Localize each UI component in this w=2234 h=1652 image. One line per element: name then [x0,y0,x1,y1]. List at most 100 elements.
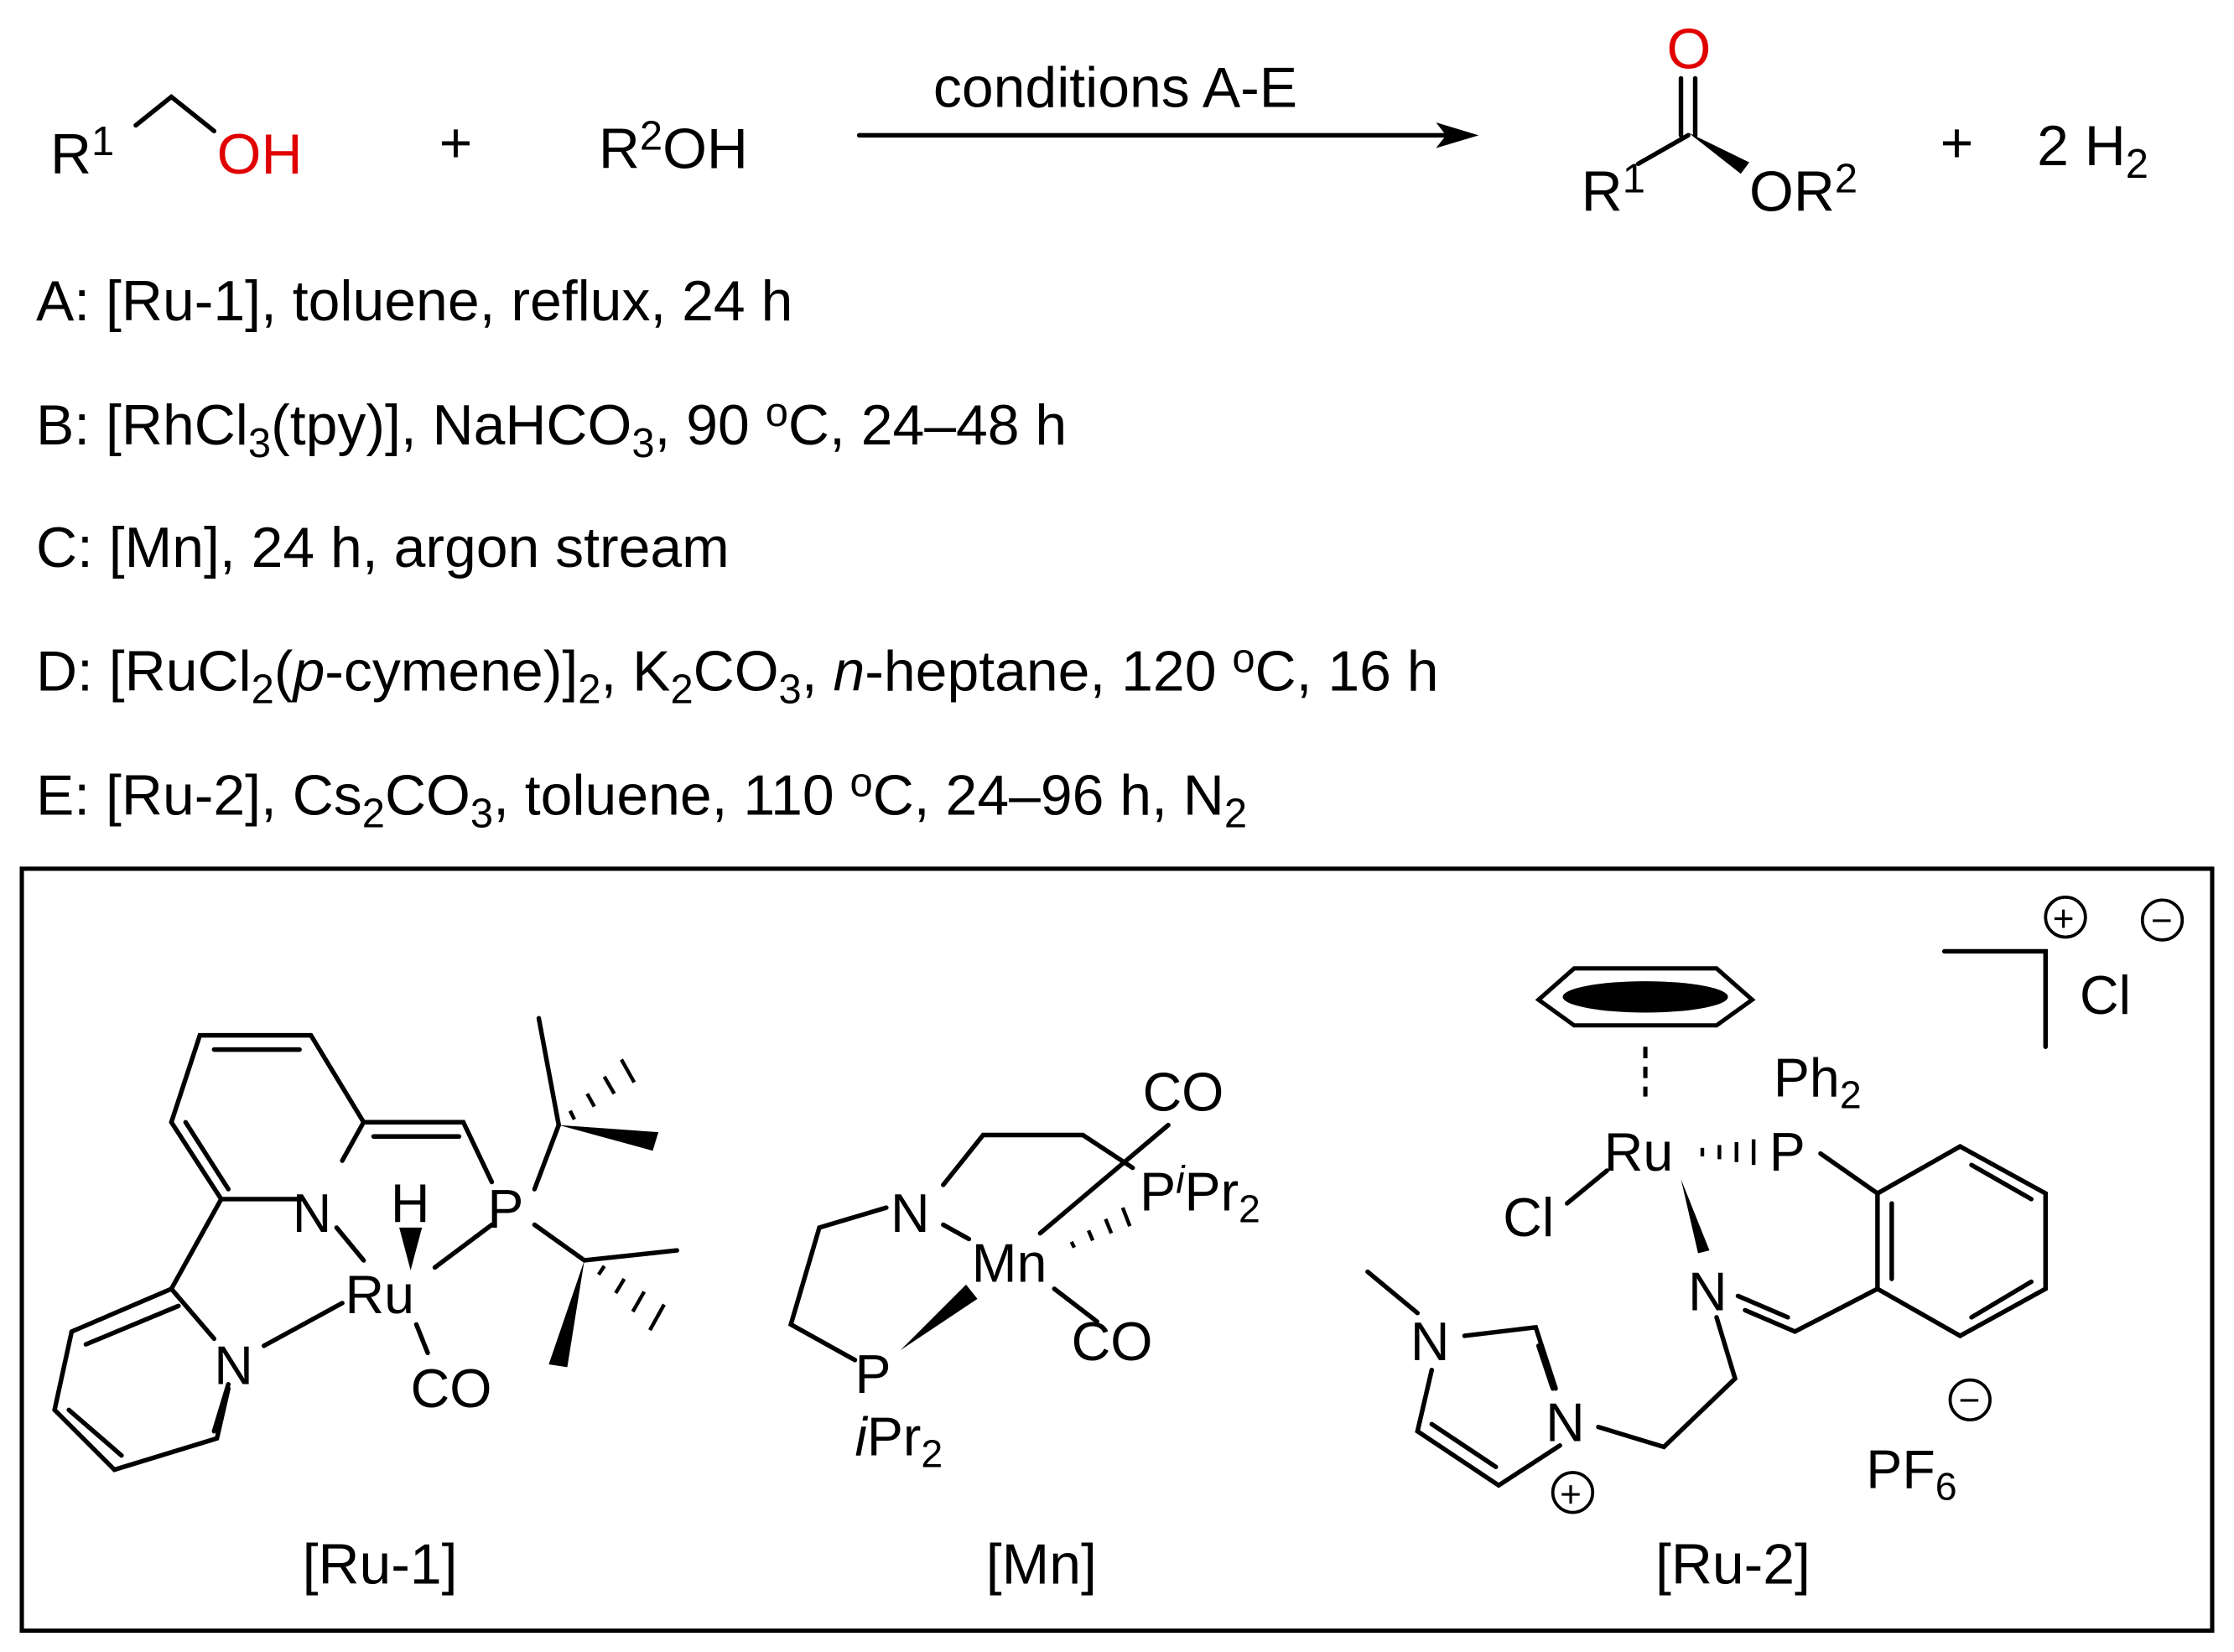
ru1-double-bond [211,1382,231,1434]
ru2-p: P [1769,1122,1805,1182]
text-segment: n [833,641,865,704]
ru2-double-bond [1535,1343,1556,1391]
ru1-ru: Ru [345,1265,414,1325]
text-segment: Cl [2080,965,2131,1026]
mn-ethylene-bond [787,1205,889,1363]
mn-co1: CO [1143,1062,1224,1123]
ru2-bracket [1941,948,2048,1049]
text-segment: 2 [1840,1073,1862,1116]
mn-n-mn-bond [941,1222,972,1242]
text-segment: 2 [362,791,385,836]
text-segment: − [2151,900,2173,941]
ru2-cation-plus: + [2053,899,2075,940]
text-segment: [Mn] [986,1533,1097,1596]
ru2-hashed-bond [1700,1139,1756,1166]
product-or-label: OR2 [1749,156,1857,223]
ru2-aryl-ring [1875,1143,2048,1339]
text-segment: C, 24–96 h, N [873,764,1224,827]
text-segment: Cl [1503,1187,1554,1248]
text-segment: + [2053,899,2075,940]
text-segment: R [50,123,91,186]
reaction-equation: R1 OH + R2OH conditions A-E O R1 OR2 + 2… [50,18,2148,224]
ru1-ring-bond [169,1286,217,1342]
reactant1-bonds [133,94,217,133]
ru2-chloride-minus: − [2151,900,2173,941]
ru1-p: P [487,1179,523,1239]
ru1-hashed-bonds [568,1058,666,1332]
ru1-n1: N [293,1183,332,1244]
reactant1-r-label: R1 [50,119,114,186]
text-segment: N [293,1183,332,1244]
text-segment: P [1140,1162,1176,1223]
text-segment: CO [1072,1312,1153,1372]
text-segment: Ru [345,1265,414,1325]
arrow-label: conditions A-E [933,56,1297,119]
ru2-imidazole-bond [1415,1368,1562,1488]
product-ester-wedge [1688,132,1750,174]
text-segment: 3 [248,421,271,466]
text-segment: -cymene)] [325,641,578,704]
text-segment: 1 [1623,156,1645,201]
ru1-tbu-wedge [548,1260,584,1368]
ru2-counter-cl: Cl [2080,965,2131,1026]
text-segment: R [599,117,640,180]
ru1-h: H [391,1173,430,1234]
ru2-double-bond [1735,1293,1790,1320]
text-segment: P [1769,1122,1805,1182]
plus-sign-2: + [1940,112,1974,175]
product-carbonyl-o: O [1667,18,1712,81]
ru2-double-bond [1429,1421,1499,1469]
ru1-name: [Ru-1] [303,1533,458,1596]
text-segment: C, 24–48 h [788,394,1067,457]
text-segment: Pr [1185,1162,1239,1223]
mn-mn: Mn [972,1233,1047,1293]
text-segment: N [1688,1261,1727,1322]
text-segment: N [1546,1393,1585,1453]
text-segment: Pr [867,1407,922,1468]
text-segment: CO [694,641,779,704]
text-segment: [Ru-2] [1655,1533,1811,1596]
condition-a: A: [Ru-1], toluene, reflux, 24 h [36,270,792,333]
mn-co-bond [1052,1286,1099,1324]
text-segment: 3 [631,421,654,466]
ru2-ru-cl-bond [1564,1168,1609,1206]
text-segment: [Ru-1] [303,1533,458,1596]
ru1-tbu-upper [532,1016,562,1192]
mn-ipr1: iPr2 [855,1407,943,1476]
text-segment: 2 [670,667,693,712]
ru2-ru-n-wedge [1681,1179,1710,1254]
ru1-double-bond [83,1303,181,1347]
mn-ethylene-bond [941,1132,1135,1187]
text-segment: 3 [779,667,802,712]
ru1-hydride-wedge [399,1227,423,1270]
text-segment: 2 [1835,156,1857,201]
text-segment: Ph [1774,1048,1840,1109]
ru1-pyridine-ring-a [169,1032,366,1202]
ru1-n2: N [214,1336,253,1396]
ru1-n-ru-bond [334,1225,366,1263]
text-segment: 2 [2126,142,2148,187]
condition-e: E: [Ru-2], Cs2CO3, toluene, 110 oC, 24–9… [36,760,1247,836]
text-segment: 1 [91,119,114,164]
text-segment: N [1411,1312,1450,1372]
text-segment: P [487,1179,523,1239]
product-r-label: R1 [1582,156,1645,223]
text-segment: D: [RuCl [36,641,252,704]
plus-sign-1: + [439,112,473,175]
mn-co-bond [1037,1122,1171,1236]
ru1-double-bond [183,1120,231,1192]
catalyst-ru2-structure: Ru Cl P Ph2 N N N + − Cl + − PF6 [Ru-2] [1365,896,2185,1596]
byproduct-label: 2 H2 [2037,115,2148,187]
ru2-pf6-minus: − [1959,1380,1981,1421]
mn-n: N [891,1183,930,1244]
text-segment: -heptane, 120 [865,641,1232,704]
ru2-double-bond [1969,1279,2034,1320]
mn-p-wedge [900,1284,978,1350]
ru1-tbu-wedge [558,1125,659,1151]
text-segment: , toluene, 110 [493,764,849,827]
ru1-pyridine-ring-b [52,1197,231,1473]
ru2-double-bond [1969,1162,2034,1202]
text-segment: , K [600,641,670,704]
ru2-pf6: PF6 [1866,1440,1956,1509]
